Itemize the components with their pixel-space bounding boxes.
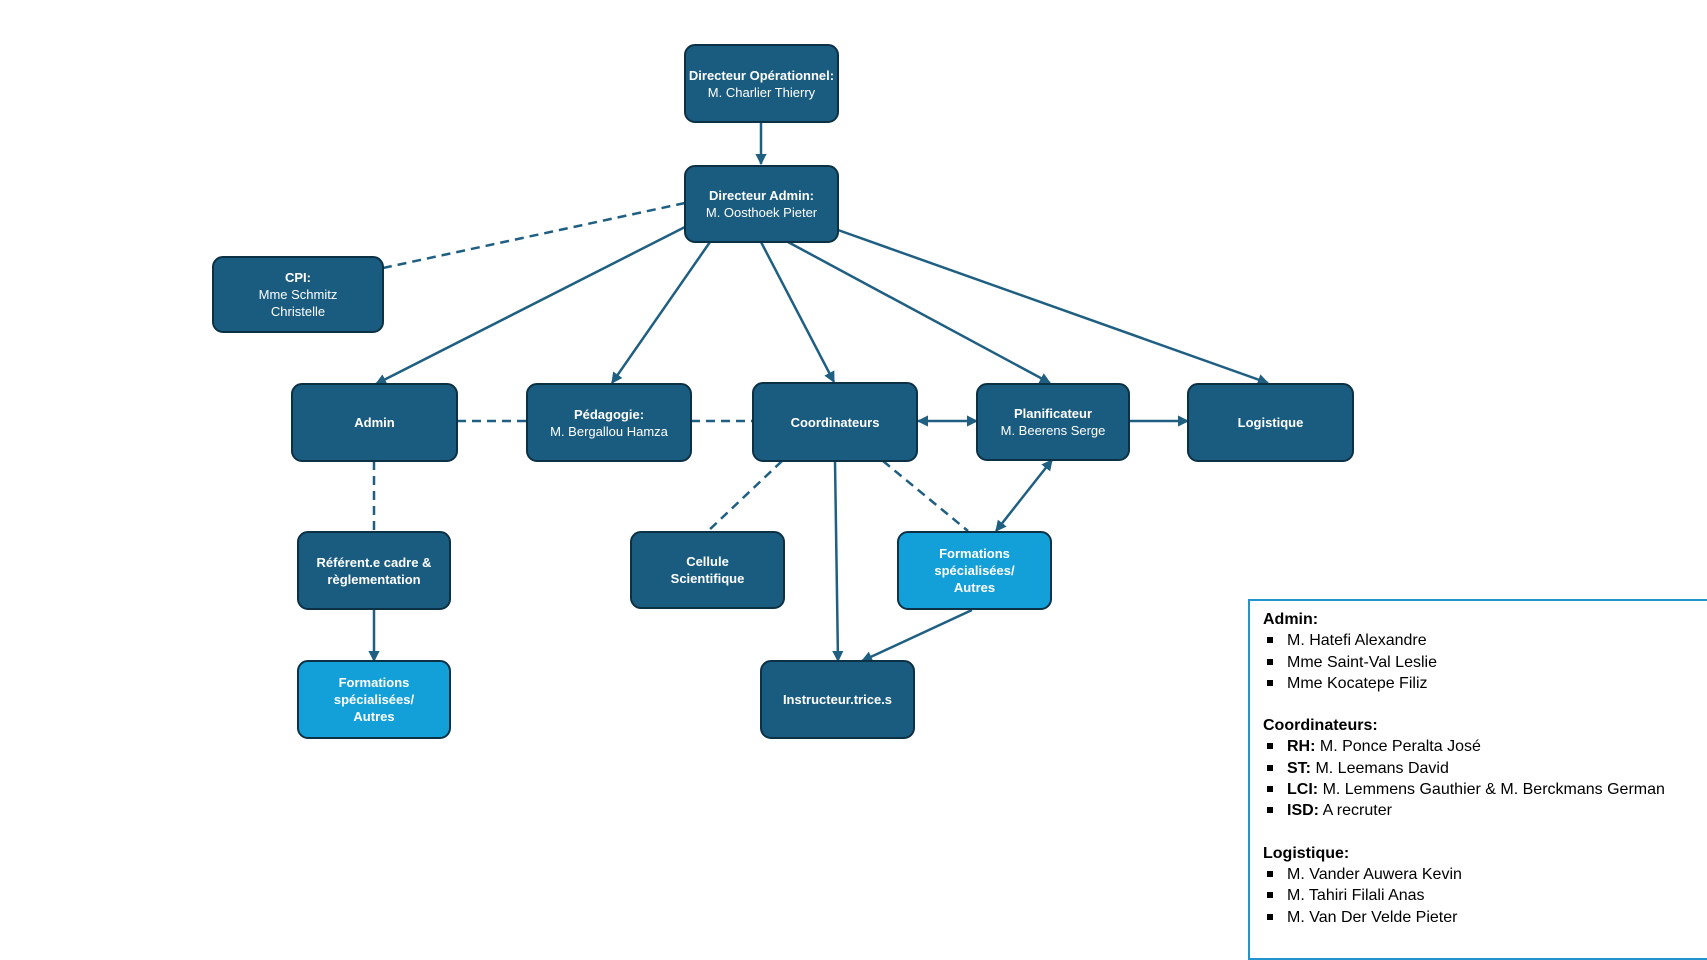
node-title: Directeur Admin: xyxy=(709,188,814,203)
node-planificateur: Planificateur M. Beerens Serge xyxy=(976,383,1130,461)
node-title: Planificateur xyxy=(1013,406,1093,421)
node-title: Pédagogie: xyxy=(573,406,645,422)
arrow-directeur-admin-to-admin xyxy=(374,225,686,386)
node-person: M. Bergallou Hamza xyxy=(550,423,668,439)
node-title: Formations spécialisées/ Autres xyxy=(934,546,1015,595)
bullet-icon xyxy=(1267,679,1273,686)
arrow-formations-to-instructeurs xyxy=(860,608,973,663)
legend-section-admin: Admin: M. Hatefi Alexandre Mme Saint-Val… xyxy=(1263,609,1707,694)
legend-item-text: M. Leemans David xyxy=(1315,759,1449,777)
node-title: Instructeur.trice.s xyxy=(782,692,893,707)
arrow-directeur-admin-to-pedagogie xyxy=(610,241,712,384)
arrow-directeur-admin-to-logistique xyxy=(837,228,1270,385)
legend-list: M. Vander Auwera Kevin M. Tahiri Filali … xyxy=(1263,864,1707,928)
node-person: M. Beerens Serge xyxy=(1000,423,1106,438)
legend-item: Mme Saint-Val Leslie xyxy=(1263,652,1707,673)
bullet-icon xyxy=(1267,913,1273,920)
legend-item: M. Vander Auwera Kevin xyxy=(1263,864,1707,885)
legend-item-text: Mme Kocatepe Filiz xyxy=(1287,674,1428,692)
bullet-icon xyxy=(1267,786,1273,793)
node-directeur-admin: Directeur Admin: M. Oosthoek Pieter xyxy=(684,165,839,243)
arrow-coordinateurs-to-instructeurs xyxy=(832,460,844,663)
dashed-link-directeur-admin-cpi xyxy=(382,201,686,270)
node-title: Coordinateurs xyxy=(790,414,880,430)
legend-item: ST: M. Leemans David xyxy=(1263,758,1707,779)
node-title: Cellule Scientifique xyxy=(670,554,745,586)
bullet-icon xyxy=(1267,892,1273,899)
node-title: Formations spécialisées/ Autres xyxy=(333,675,415,724)
legend-list: M. Hatefi Alexandre Mme Saint-Val Leslie… xyxy=(1263,630,1707,694)
node-formations-coordinateurs: Formations spécialisées/ Autres xyxy=(897,531,1052,610)
legend-item-text: Mme Saint-Val Leslie xyxy=(1287,653,1437,671)
legend-item-text: M. Lemmens Gauthier & M. Berckmans Germa… xyxy=(1322,781,1665,799)
node-admin: Admin xyxy=(291,383,458,462)
dashed-link-coordinateurs-formations xyxy=(882,460,969,532)
bullet-icon xyxy=(1267,743,1273,750)
node-title: Logistique xyxy=(1237,415,1304,430)
node-directeur-operationnel: Directeur Opérationnel: M. Charlier Thie… xyxy=(684,44,839,123)
legend-list: RH: M. Ponce Peralta José ST: M. Leemans… xyxy=(1263,736,1707,821)
legend-item-text: A recruter xyxy=(1322,802,1392,820)
legend-item: Mme Kocatepe Filiz xyxy=(1263,673,1707,694)
arrow-planificateur-formations xyxy=(995,459,1053,532)
bullet-icon xyxy=(1267,870,1273,877)
node-instructeurs: Instructeur.trice.s xyxy=(760,660,915,739)
node-formations-admin: Formations spécialisées/ Autres xyxy=(297,660,451,739)
legend-item-text: M. Van Der Velde Pieter xyxy=(1287,908,1458,926)
bullet-icon xyxy=(1267,807,1273,814)
legend-item: M. Hatefi Alexandre xyxy=(1263,630,1707,651)
legend-item-text: M. Vander Auwera Kevin xyxy=(1287,865,1462,883)
legend-item-text: M. Hatefi Alexandre xyxy=(1287,632,1427,650)
legend-section-title: Coordinateurs: xyxy=(1263,717,1378,735)
legend-item: LCI: M. Lemmens Gauthier & M. Berckmans … xyxy=(1263,779,1707,800)
legend-section-coordinateurs: Coordinateurs: RH: M. Ponce Peralta José… xyxy=(1263,715,1707,821)
legend-item: ISD: A recruter xyxy=(1263,800,1707,821)
node-title: Admin xyxy=(354,415,395,430)
legend-section-title: Logistique: xyxy=(1263,844,1350,862)
arrow-directeur-admin-to-coordinateurs xyxy=(759,241,836,383)
node-title: Directeur Opérationnel: xyxy=(688,67,835,83)
legend-item: M. Van Der Velde Pieter xyxy=(1263,907,1707,928)
node-person: M. Charlier Thierry xyxy=(707,84,816,100)
legend-item-key: ISD: xyxy=(1287,802,1319,820)
bullet-icon xyxy=(1267,658,1273,665)
node-person: Mme Schmitz Christelle xyxy=(258,287,338,319)
node-pedagogie: Pédagogie: M. Bergallou Hamza xyxy=(526,383,692,462)
bullet-icon xyxy=(1267,637,1273,644)
legend-section-logistique: Logistique: M. Vander Auwera Kevin M. Ta… xyxy=(1263,843,1707,928)
dashed-link-coordinateurs-cellule xyxy=(706,460,783,533)
node-logistique: Logistique xyxy=(1187,383,1354,462)
node-coordinateurs: Coordinateurs xyxy=(752,382,918,462)
node-cellule-scientifique: Cellule Scientifique xyxy=(630,531,785,609)
legend-item: M. Tahiri Filali Anas xyxy=(1263,885,1707,906)
legend-item-text: M. Tahiri Filali Anas xyxy=(1287,887,1425,905)
bullet-icon xyxy=(1267,764,1273,771)
node-title: CPI: xyxy=(285,270,311,285)
legend-item-text: M. Ponce Peralta José xyxy=(1319,738,1481,756)
legend-section-title: Admin: xyxy=(1263,611,1319,628)
legend-item: RH: M. Ponce Peralta José xyxy=(1263,736,1707,757)
node-cpi: CPI: Mme Schmitz Christelle xyxy=(212,256,384,333)
legend-item-key: ST: xyxy=(1287,759,1311,777)
node-person: M. Oosthoek Pieter xyxy=(705,205,818,220)
node-title: Référent.e cadre & règlementation xyxy=(316,554,432,587)
node-referent-cadre: Référent.e cadre & règlementation xyxy=(297,531,451,610)
legend-item-key: RH: xyxy=(1287,738,1316,756)
arrow-directeur-admin-to-planificateur xyxy=(787,240,1051,385)
legend-box: Admin: M. Hatefi Alexandre Mme Saint-Val… xyxy=(1248,599,1707,960)
legend-item-key: LCI: xyxy=(1287,781,1319,799)
